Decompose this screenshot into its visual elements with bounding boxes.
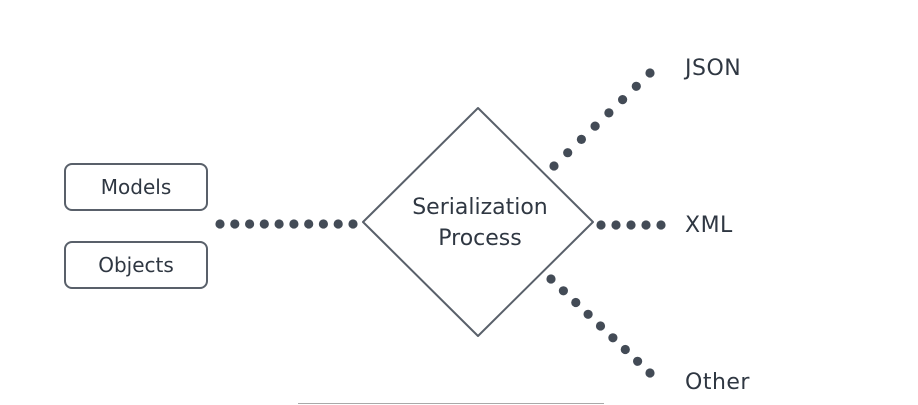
connector-dot xyxy=(641,220,651,230)
connector-dot xyxy=(563,148,573,158)
models-label: Models xyxy=(100,175,172,199)
connector-dot xyxy=(274,219,284,229)
connector-xml xyxy=(596,220,666,230)
connector-dot xyxy=(348,219,358,229)
connector-dot xyxy=(215,219,225,229)
connector-dot xyxy=(611,220,621,230)
objects-box: Objects xyxy=(64,241,208,289)
connector-dot xyxy=(558,286,569,296)
objects-label: Objects xyxy=(98,253,174,277)
xml-label: XML xyxy=(685,213,733,238)
connector-dot xyxy=(595,321,606,331)
connector-dot xyxy=(549,161,559,171)
connector-dot xyxy=(596,220,606,230)
connector-dot xyxy=(576,134,587,144)
connector-json xyxy=(549,68,655,171)
process-label: Serialization Process xyxy=(390,192,570,254)
connector-dot xyxy=(656,220,666,230)
connector-dot xyxy=(618,95,628,105)
connector-dot xyxy=(631,81,641,91)
connector-dot xyxy=(259,219,269,229)
connector-dot xyxy=(626,220,636,230)
connector-dot xyxy=(230,219,240,229)
connector-dot xyxy=(583,309,593,319)
connector-dot xyxy=(608,333,618,343)
json-label: JSON xyxy=(685,56,742,81)
connector-dot xyxy=(289,219,299,229)
connector-input xyxy=(215,219,358,229)
models-box: Models xyxy=(64,163,208,211)
process-label-line1: Serialization xyxy=(412,195,548,220)
connector-dot xyxy=(590,121,600,131)
connector-dot xyxy=(333,219,343,229)
connector-dot xyxy=(546,274,556,284)
connector-dot xyxy=(318,219,328,229)
connector-dot xyxy=(245,219,255,229)
connector-dot xyxy=(633,356,643,366)
connector-dot xyxy=(304,219,314,229)
connector-dot xyxy=(571,297,581,308)
bottom-divider xyxy=(298,403,604,404)
other-label: Other xyxy=(685,370,750,395)
connector-other xyxy=(546,274,655,378)
connector-dot xyxy=(620,344,630,355)
process-label-line2: Process xyxy=(438,226,522,251)
connector-dot xyxy=(604,108,614,118)
process-diamond xyxy=(362,107,594,337)
connector-dot xyxy=(645,68,655,78)
connector-dot xyxy=(645,368,655,378)
